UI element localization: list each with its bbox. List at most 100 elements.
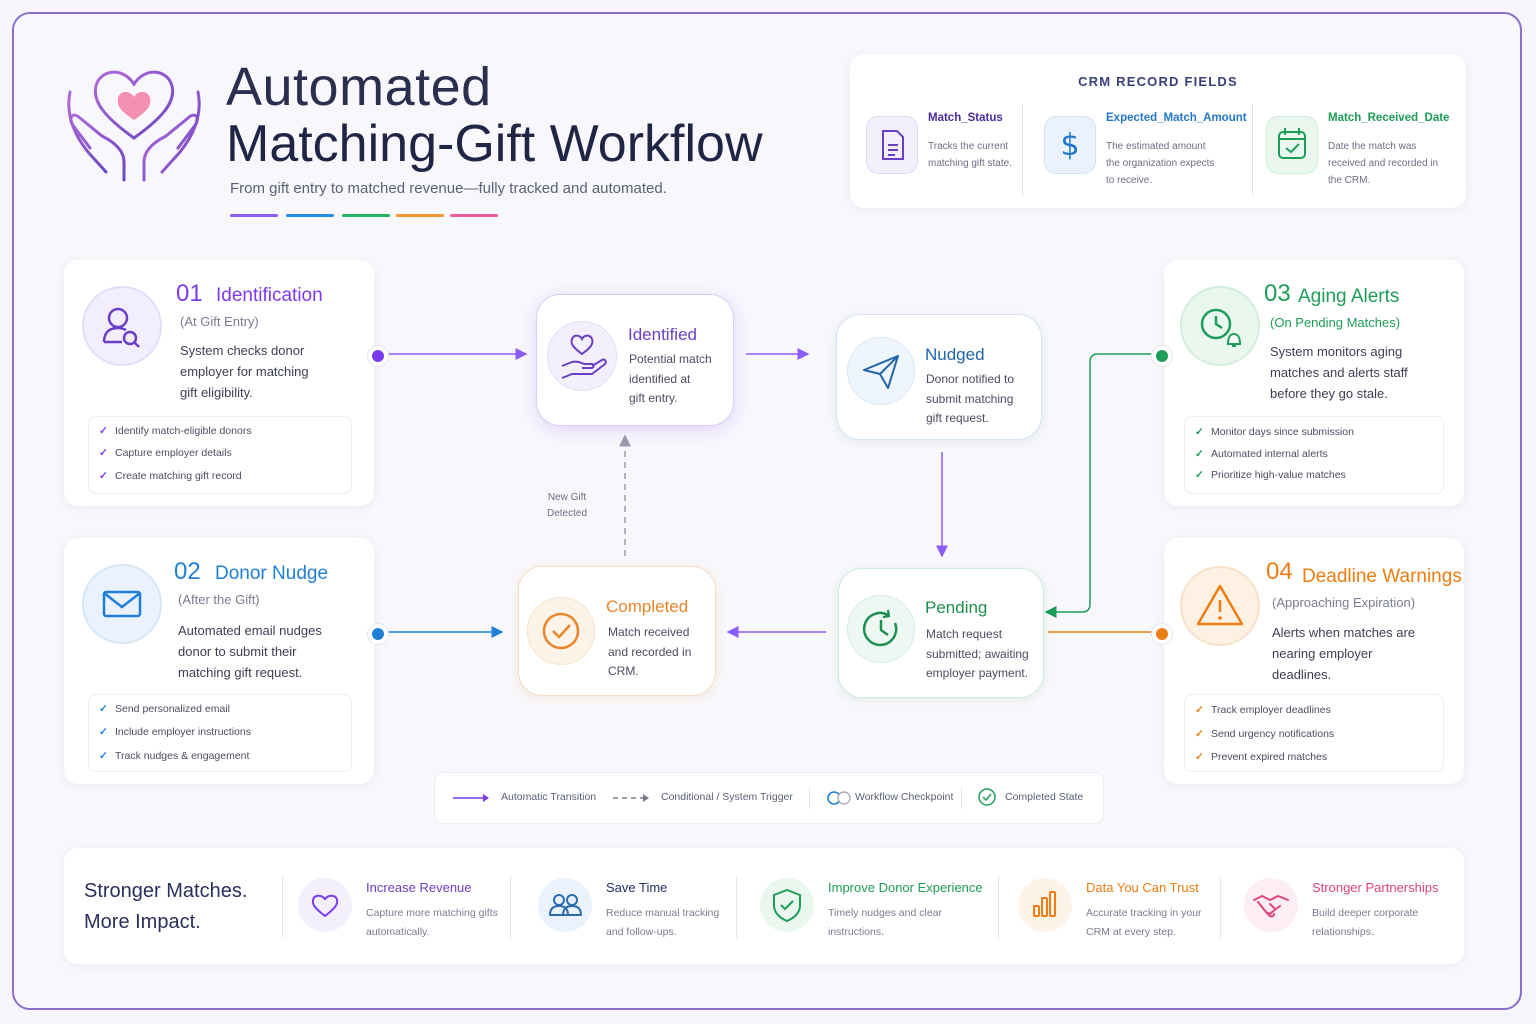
checkpoint-dot [1152,624,1172,644]
state-title: Completed [606,597,689,616]
state-title: Pending [925,598,988,617]
heart-icon [298,878,352,932]
calendar-check-icon [1266,116,1318,174]
hands-heart-icon [67,70,201,182]
benefit-partnerships: Stronger Partnerships Build deeper corpo… [1230,848,1460,964]
step-number: 04 [1266,558,1293,585]
step-number: 03 [1264,280,1291,307]
benefit-desc: Timely nudges and clear instructions. [828,907,943,938]
step-subtitle: (At Gift Entry) [180,314,259,329]
step-number: 02 [174,558,201,585]
benefit-desc: Build deeper corporate relationships. [1312,907,1419,938]
legend-label: Automatic Transition [501,791,597,803]
legend: Automatic Transition Conditional / Syste… [434,772,1104,824]
checkpoint-icon [827,791,851,805]
dollar-icon: $ [1044,116,1096,174]
crm-field-received-date: Match_Received_Date Date the match was r… [1252,108,1449,208]
divider [809,787,810,809]
state-title: Identified [628,325,697,344]
solid-arrow-icon [453,794,489,802]
divider [1220,876,1221,938]
dashed-arrow-icon [613,794,649,802]
benefit-title: Data You Can Trust [1086,880,1199,895]
checklist-item: ✓Track employer deadlines [1195,704,1331,716]
step-card-aging-alerts: 03 Aging Alerts (On Pending Matches) Sys… [1164,260,1464,506]
divider [282,876,283,938]
hand-heart-icon [547,321,617,391]
warning-icon [1180,566,1260,646]
step-card-deadline-warnings: 04 Deadline Warnings (Approaching Expira… [1164,538,1464,784]
benefit-donor-experience: Improve Donor Experience Timely nudges a… [746,848,996,964]
paper-plane-icon [847,337,915,405]
step-card-donor-nudge: 02 Donor Nudge (After the Gift) Automate… [64,538,374,784]
crm-field-name: Expected_Match_Amount [1106,112,1247,124]
checklist-item: ✓Include employer instructions [99,726,251,738]
accent-bar [286,214,334,217]
divider [998,876,999,938]
legend-label: Workflow Checkpoint [855,791,954,803]
checkpoint-dot [368,624,388,644]
step-number: 01 [176,280,203,307]
step-checklist: ✓Monitor days since submission ✓Automate… [1184,416,1444,494]
step-subtitle: (Approaching Expiration) [1272,595,1416,610]
benefits-band: Stronger Matches.More Impact. Increase R… [64,848,1464,964]
benefit-title: Stronger Partnerships [1312,880,1439,895]
benefit-title: Improve Donor Experience [828,880,983,895]
benefit-desc: Accurate tracking in your CRM at every s… [1086,907,1202,938]
page-subtitle: From gift entry to matched revenue—fully… [230,180,667,197]
crm-field-desc: Date the match was received and recorded… [1328,141,1439,186]
step-checklist: ✓Track employer deadlines ✓Send urgency … [1184,694,1444,772]
step-title: Identification [216,285,323,306]
accent-bar [396,214,444,217]
divider [1022,104,1023,196]
page-title-line-1: Automated [226,57,492,117]
bar-chart-icon [1018,878,1072,932]
step-checklist: ✓Identify match-eligible donors ✓Capture… [88,416,352,494]
benefit-data-trust: Data You Can Trust Accurate tracking in … [1004,848,1218,964]
crm-field-desc: The estimated amount the organization ex… [1106,141,1215,186]
checklist-item: ✓Create matching gift record [99,470,242,482]
checklist-item: ✓Track nudges & engagement [99,750,250,762]
crm-field-desc: Tracks the current matching gift state. [928,141,1012,169]
checklist-item: ✓Monitor days since submission [1195,426,1354,438]
checklist-item: ✓Identify match-eligible donors [99,425,252,437]
step-title: Aging Alerts [1298,286,1400,307]
clock-icon [847,595,915,663]
divider [1252,104,1253,196]
accent-bar [342,214,390,217]
checklist-item: ✓Capture employer details [99,447,232,459]
check-circle-icon [978,788,996,806]
people-icon [538,878,592,932]
crm-field-name: Match_Status [928,112,1003,124]
accent-bar [230,214,278,217]
benefit-desc: Capture more matching gifts automaticall… [366,907,498,938]
crm-field-match-status: Match_Status Tracks the current matching… [852,108,1042,208]
checkpoint-dot [368,346,388,366]
benefit-title: Increase Revenue [366,880,472,895]
envelope-icon [82,564,162,644]
check-circle-icon [527,597,595,665]
crm-field-expected-amount: $ Expected_Match_Amount The estimated am… [1030,108,1247,208]
page-title-line-2: Matching-Gift Workflow [226,115,763,173]
accent-bar [450,214,498,217]
step-subtitle: (After the Gift) [178,592,260,607]
checklist-item: ✓Prioritize high-value matches [1195,469,1346,481]
divider [736,876,737,938]
benefit-title: Save Time [606,880,668,895]
step-card-identification: 01 Identification (At Gift Entry) System… [64,260,374,506]
benefit-save-time: Save Time Reduce manual tracking and fol… [524,848,736,964]
user-search-icon [82,286,162,366]
crm-field-name: Match_Received_Date [1328,112,1450,124]
benefit-desc: Reduce manual tracking and follow-ups. [606,907,720,938]
